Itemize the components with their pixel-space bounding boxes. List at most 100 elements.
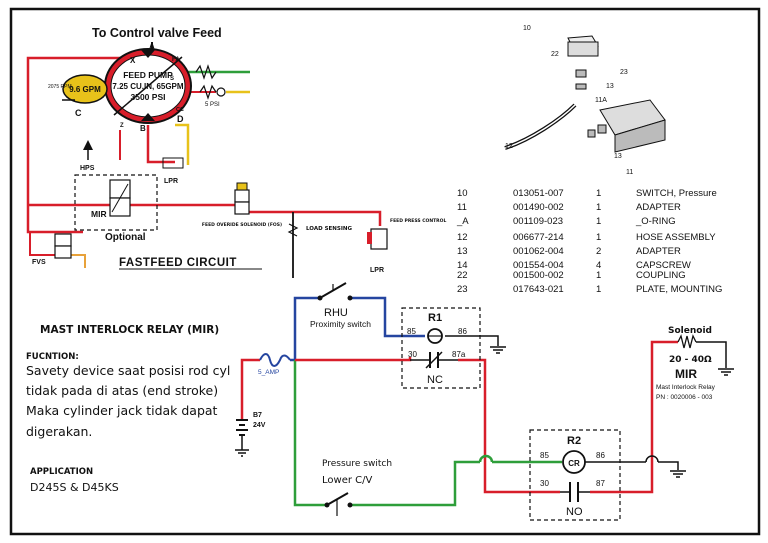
load-sensing-label: LOAD SENSING (306, 226, 353, 232)
parts-cell-num: 22 (457, 270, 468, 281)
parts-cell-desc: PLATE, MOUNTING (636, 284, 722, 295)
r2-cr-label: CR (568, 459, 580, 468)
function-line-4: digerakan. (26, 424, 92, 439)
fvs-line (29, 232, 55, 256)
adapter-13b (587, 129, 596, 138)
red-wire-to-r1-30 (295, 357, 412, 362)
optional-label: Optional (105, 232, 146, 243)
rhu-label: RHU (324, 307, 348, 319)
r2-pin-30: 30 (540, 479, 549, 488)
o-ring-13 (575, 83, 587, 90)
rhu-contact-b (347, 295, 353, 301)
parts-cell-desc: COUPLING (636, 270, 686, 281)
parts-cell-part: 001062-004 (513, 246, 564, 257)
parts-cell-num: 10 (457, 188, 468, 199)
mir-valve-arrow (111, 183, 129, 213)
mir-description: MAST INTERLOCK RELAY (MIR) FUCNTION: Sav… (26, 324, 230, 494)
parts-cell-qty: 1 (596, 284, 601, 295)
compensator-spring (195, 64, 217, 80)
outer-frame (9, 7, 761, 536)
fvs-valve-top (54, 233, 72, 247)
optional-mir-box (74, 174, 158, 231)
port-a-label: A (149, 42, 155, 51)
parts-cell-part: 001109-023 (513, 216, 563, 227)
ground-symbol-battery (235, 449, 249, 457)
resistance-label: 20 - 40Ω (669, 355, 712, 365)
application-value: D245S & D45KS (30, 481, 119, 494)
function-line-2: tidak pada di atas (end stroke) (26, 383, 218, 398)
r2-relay-box (529, 429, 621, 521)
parts-cell-num: 11 (457, 202, 467, 213)
fos-valve-bottom (234, 201, 250, 215)
callout-11a: 11A (595, 97, 607, 104)
lpr-label: LPR (164, 178, 178, 185)
fvs-valve-bottom (54, 245, 72, 259)
r1-pin-87a: 87a (452, 350, 466, 359)
port-b-label: B (140, 124, 146, 133)
load-sensing-spring (287, 223, 299, 237)
r1-ground-wire (445, 335, 499, 346)
fuse-label: 5_AMP (258, 369, 279, 376)
aux-pump-label: 9.6 GPM (69, 85, 101, 94)
parts-cell-num: _A (456, 216, 469, 227)
application-label: APPLICATION (30, 467, 93, 477)
parts-cell-desc: ADAPTER (636, 202, 681, 213)
r2-pin-87: 87 (596, 479, 605, 488)
switch-body (567, 41, 599, 57)
orange-drain (70, 254, 86, 268)
hose-12 (504, 103, 577, 150)
lower-cv-label: Lower C/V (322, 475, 372, 486)
pump-label-2: 7.25 CU.IN, 65GPM (112, 82, 183, 91)
pump-label-1: FEED PUMP (123, 70, 173, 80)
pressure-port-circle (216, 87, 226, 97)
parts-cell-part: 001500-002 (513, 270, 564, 281)
r1-pin-86: 86 (458, 327, 467, 336)
main-return-line (26, 56, 122, 234)
mir-full-label: Mast Interlock Relay (656, 384, 716, 391)
red-wire-r1-to-r2 (458, 358, 560, 494)
battery-symbol (236, 419, 248, 450)
solenoid-label: Solenoid (668, 326, 712, 336)
manifold-side (614, 119, 666, 153)
pump-arrow-top (141, 50, 155, 58)
parts-cell-part: 013051-007 (513, 188, 564, 199)
parts-cell-qty: 1 (596, 188, 601, 199)
port-cc-label: CC (176, 107, 184, 113)
parts-cell-desc: CAPSCREW (636, 260, 691, 271)
no-label: NO (566, 506, 583, 518)
parts-cell-part: 017643-021 (513, 284, 564, 295)
battery-voltage: 24V (253, 422, 266, 429)
r2-label: R2 (567, 435, 581, 447)
adapter-11 (597, 124, 607, 134)
pump-variable-arrow (113, 56, 183, 116)
parts-cell-qty: 1 (596, 202, 601, 213)
solenoid-coil-symbol (677, 334, 697, 349)
pump-label-3: 3500 PSI (131, 92, 166, 102)
callout-13b: 13 (614, 153, 622, 160)
yellow-case-drain (175, 123, 190, 165)
control-valve-feed-title: To Control valve Feed (92, 26, 222, 40)
pressure-switch-exploded-view: 10 22 23 13 11A 12 13 11 (504, 25, 666, 176)
hps-label: HPS (80, 165, 95, 172)
mir-label-top: MIR (91, 209, 107, 219)
r2-pin-85: 85 (540, 451, 549, 460)
r2-pin-86: 86 (596, 451, 605, 460)
r1-label: R1 (428, 312, 442, 324)
feed-press-coil (367, 232, 372, 244)
r1-relay-box (401, 307, 481, 389)
parts-cell-desc: _O-RING (635, 216, 676, 227)
parts-cell-qty: 1 (596, 216, 601, 227)
parts-cell-desc: ADAPTER (636, 246, 681, 257)
function-line-1: Savety device saat posisi rod cyl (26, 363, 230, 378)
port-fa-label: FA (172, 57, 180, 63)
fuse-symbol (259, 353, 291, 367)
port-c-label: C (75, 108, 82, 118)
mir-valve-bottom (109, 197, 131, 217)
mir-title: MAST INTERLOCK RELAY (MIR) (40, 324, 219, 336)
port-s-label: S (170, 76, 174, 82)
parts-cell-part: 001490-002 (513, 202, 564, 213)
fvs-label: FVS (32, 259, 46, 266)
fos-coil (236, 182, 248, 191)
